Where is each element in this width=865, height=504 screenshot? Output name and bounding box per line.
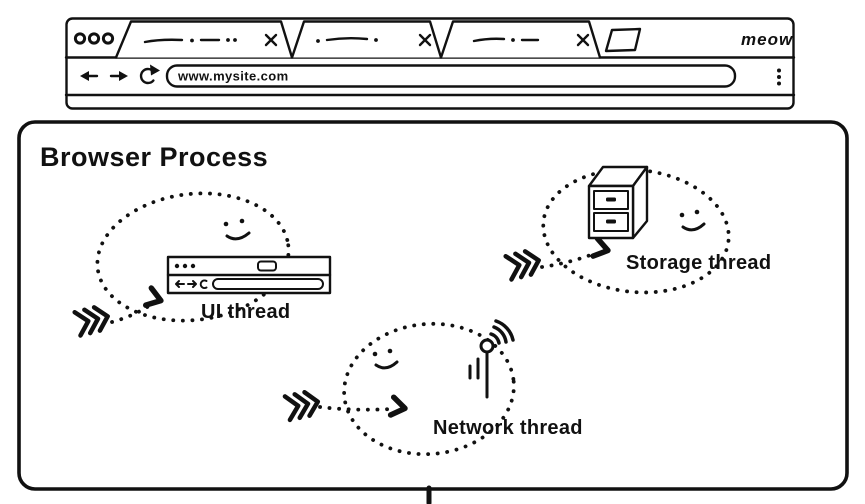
tab-title-scribble-dot bbox=[233, 38, 237, 42]
storage-thread-group: Storage thread bbox=[506, 165, 771, 295]
ui-thread-label: UI thread bbox=[201, 301, 290, 323]
address-bar-url[interactable]: www.mysite.com bbox=[177, 69, 289, 84]
tab-title-scribble-dot bbox=[374, 38, 378, 42]
close-icon[interactable] bbox=[418, 33, 432, 47]
traffic-lights-icon[interactable] bbox=[73, 32, 115, 45]
smiley-face-icon bbox=[372, 348, 399, 370]
tab-3[interactable] bbox=[439, 20, 602, 59]
tab-title-scribble-dot bbox=[190, 38, 194, 43]
ui-thread-group: UI thread bbox=[75, 191, 332, 336]
tab-title-scribble-dot bbox=[511, 38, 515, 42]
tab-title-scribble-dot bbox=[316, 39, 320, 43]
smiley-face-icon bbox=[223, 218, 251, 241]
storage-thread-loop-tail bbox=[540, 251, 598, 269]
forward-icon[interactable] bbox=[109, 71, 128, 81]
kebab-menu-icon[interactable] bbox=[777, 68, 781, 86]
tab-title-scribble bbox=[472, 37, 506, 43]
reload-icon[interactable] bbox=[139, 64, 160, 85]
tab-title-scribble bbox=[325, 37, 369, 42]
address-bar[interactable] bbox=[165, 64, 737, 88]
tab-title-scribble bbox=[143, 38, 184, 44]
antenna-icon bbox=[468, 319, 515, 399]
back-icon[interactable] bbox=[80, 71, 99, 81]
network-thread-group: Network thread bbox=[285, 319, 583, 457]
new-tab-icon[interactable] bbox=[604, 27, 642, 53]
logo-text: meow bbox=[741, 30, 794, 49]
close-icon[interactable] bbox=[576, 33, 590, 47]
smiley-face-icon bbox=[679, 209, 706, 232]
browser-process-box: Browser Process bbox=[17, 120, 849, 504]
network-thread-label: Network thread bbox=[433, 417, 583, 439]
process-title: Browser Process bbox=[40, 142, 268, 172]
storage-thread-label: Storage thread bbox=[626, 252, 771, 274]
tab-title-scribble-dot bbox=[226, 38, 230, 42]
file-cabinet-icon bbox=[587, 165, 649, 240]
tab-1[interactable] bbox=[114, 20, 294, 59]
mini-browser-toolbar-icon bbox=[166, 255, 332, 295]
browser-window: meow www.mysite.com bbox=[64, 17, 796, 110]
close-icon[interactable] bbox=[264, 33, 278, 47]
tab-2[interactable] bbox=[290, 20, 443, 59]
ui-thread-loop bbox=[95, 191, 291, 323]
network-thread-loop bbox=[342, 321, 516, 457]
